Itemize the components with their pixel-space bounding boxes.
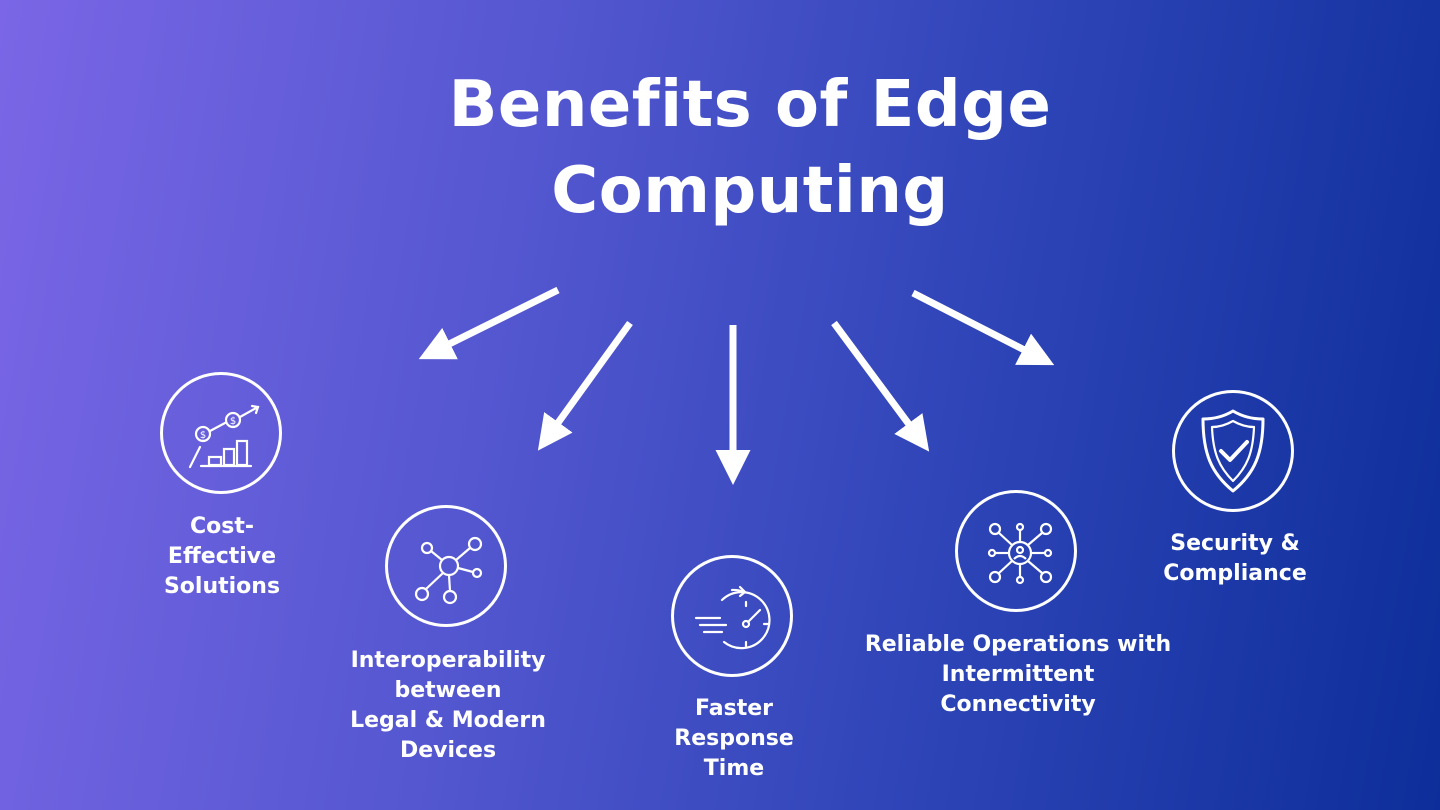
svg-text:$: $ [230,416,236,427]
speedometer-icon [671,555,793,677]
benefit-label: Interoperability between Legal & Modern … [350,648,546,763]
svg-text:$: $ [200,430,206,441]
arrow-1 [418,286,560,360]
benefit-label: Faster Response Time [674,696,794,781]
cost-growth-icon: $ $ [160,372,282,494]
arrow-2 [537,320,633,451]
arrow-4 [831,320,930,452]
benefit-label: Security & Compliance [1163,531,1307,586]
page-title: Benefits of Edge Computing [448,68,1052,228]
network-nodes-icon [385,505,507,627]
benefit-label: Cost- Effective Solutions [163,514,281,599]
benefit-label: Reliable Operations with Intermittent Co… [864,632,1172,717]
shield-check-icon [1172,390,1294,512]
arrow-5 [911,289,1055,366]
connected-user-icon [955,490,1077,612]
